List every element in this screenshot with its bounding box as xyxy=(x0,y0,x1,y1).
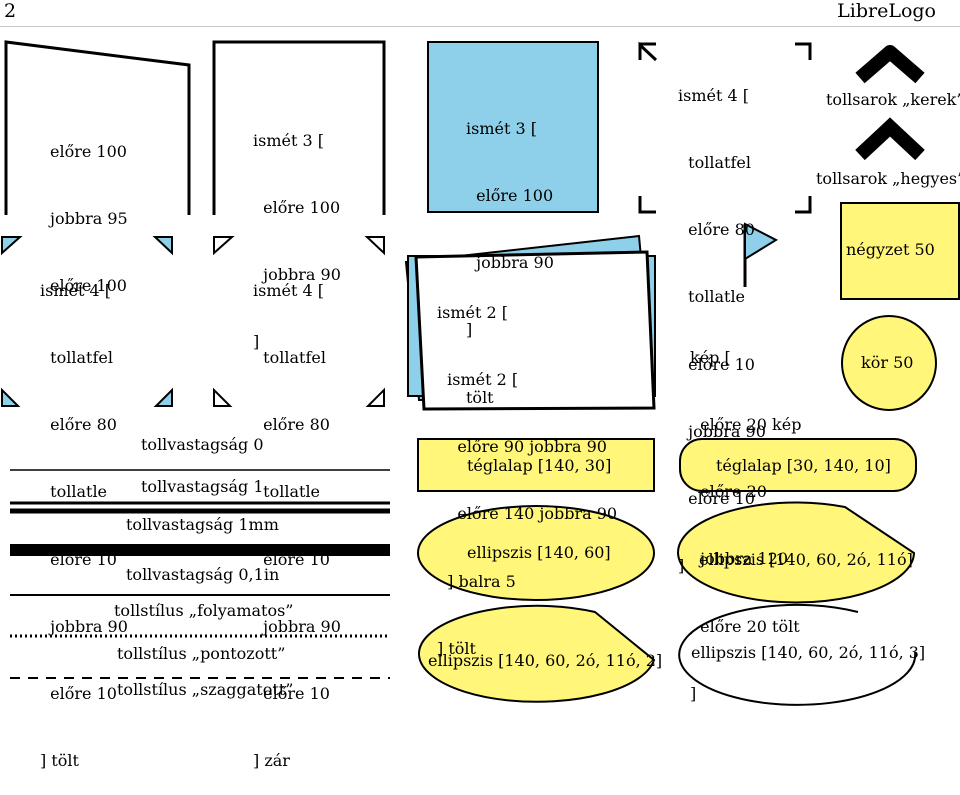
p7-triangles xyxy=(213,236,385,407)
p4-code: ismét 4 [ tollatfel előre 80 tollatle el… xyxy=(678,40,766,600)
p8-line: ismét 2 [ xyxy=(437,370,519,390)
p10-circle-label: kör 50 xyxy=(861,353,914,372)
p7-line: előre 10 xyxy=(253,684,330,704)
p10-circle xyxy=(841,315,937,411)
p3-line: tölt xyxy=(466,387,494,407)
p6-line: tollatle xyxy=(40,482,108,502)
page-title: LibreLogo xyxy=(837,0,936,22)
p4-line: ] xyxy=(678,556,685,576)
p6-line: tollatfel xyxy=(40,348,113,368)
shape-ell3 xyxy=(418,604,656,703)
p3-filled-square xyxy=(427,41,599,213)
p6-line: előre 10 xyxy=(40,549,117,569)
p7-line: előre 80 xyxy=(253,415,330,435)
p6-line: ismét 4 [ xyxy=(40,280,111,300)
p8-code: ismét 2 [ ismét 2 [ előre 90 jobbra 90 e… xyxy=(437,257,617,683)
p7-line: ] zár xyxy=(253,751,290,771)
p1-line: előre 100 xyxy=(50,141,127,161)
p8-line: ] tölt xyxy=(437,638,476,658)
p5-kerek: tollsarok „kerek” xyxy=(826,90,960,109)
p8-rect-front xyxy=(414,250,656,411)
pen-w0-label: tollvastagság 0 xyxy=(141,435,264,454)
shape-ell2 xyxy=(677,501,916,604)
p2-line: ] xyxy=(253,332,260,352)
p9-line: előre 20 tölt xyxy=(690,616,800,636)
pen-dotted-label: tollstílus „pontozott” xyxy=(117,644,286,663)
p3-line: jobbra 90 xyxy=(466,253,554,273)
p4-corners xyxy=(638,41,812,214)
p9-line: jobbra 120 xyxy=(690,549,789,569)
p9-line: ] xyxy=(690,683,697,703)
p5-hegyes: tollsarok „hegyes” xyxy=(816,169,960,188)
p1-line: előre 100 xyxy=(50,276,127,296)
shape-rect1 xyxy=(417,438,655,492)
pen-w01in-label: tollvastagság 0,1in xyxy=(126,565,280,584)
pen-w1-label: tollvastagság 1 xyxy=(141,477,264,496)
p7-line: jobbra 90 xyxy=(253,616,341,636)
p9-line: előre 20 xyxy=(690,482,767,502)
p3-line: ] xyxy=(466,320,473,340)
p7-line: tollatfel xyxy=(253,348,326,368)
p9-line: kép [ xyxy=(690,347,731,367)
shape-ell4-label: ellipszis [140, 60, 2ó, 11ó, 3] xyxy=(691,643,926,662)
p6-line: előre 80 xyxy=(40,415,117,435)
p7-line: ismét 4 [ xyxy=(253,280,324,300)
shape-rect1-label: téglalap [140, 30] xyxy=(467,456,612,475)
p9-flag xyxy=(744,222,779,261)
p6-triangles xyxy=(1,236,173,407)
p4-line: előre 80 xyxy=(678,220,755,240)
p3-line: előre 100 xyxy=(466,186,554,206)
pen-w1mm-label: tollvastagság 1mm xyxy=(126,515,279,534)
header-rule xyxy=(0,26,960,27)
p5-chevron-sharp xyxy=(855,117,925,161)
p7-line: tollatle xyxy=(253,482,321,502)
p4-line: tollatle xyxy=(678,287,746,307)
p8-line: előre 140 jobbra 90 xyxy=(437,504,618,524)
p6-line: jobbra 90 xyxy=(40,616,128,636)
pen-solid-label: tollstílus „folyamatos” xyxy=(114,601,294,620)
p7-code: ismét 4 [ tollatfel előre 80 tollatle el… xyxy=(253,235,341,795)
p6-code: ismét 4 [ tollatfel előre 80 tollatle el… xyxy=(40,235,128,795)
p10-square-label: négyzet 50 xyxy=(846,240,935,259)
p1-line: jobbra 95 xyxy=(50,209,128,229)
p3-line: ismét 3 [ xyxy=(466,118,537,138)
shape-ell3-label: ellipszis [140, 60, 2ó, 11ó, 2] xyxy=(428,651,663,670)
p4-line: tollatfel xyxy=(678,153,751,173)
p2-line: jobbra 90 xyxy=(253,265,341,285)
p5-chevron-round xyxy=(855,45,925,84)
p4-line: előre 10 xyxy=(678,354,755,374)
p9-code: kép [ előre 20 kép előre 20 jobbra 120 e… xyxy=(690,302,801,728)
p2-line: ismét 3 [ xyxy=(253,130,324,150)
p8-line: előre 90 jobbra 90 xyxy=(437,437,607,457)
p6-line: előre 10 xyxy=(40,684,117,704)
p4-line: előre 10 xyxy=(678,489,755,509)
p4-line: ismét 4 [ xyxy=(678,85,749,105)
p2-line: előre 100 xyxy=(253,198,341,218)
p6-line: ] tölt xyxy=(40,751,79,771)
p8-line: ismét 2 [ xyxy=(437,302,508,322)
shape-ell1-label: ellipszis [140, 60] xyxy=(467,543,611,562)
shape-ell4 xyxy=(678,603,917,706)
p2-code: ismét 3 [ előre 100 jobbra 90 ] xyxy=(253,85,341,376)
shape-rect2-label: téglalap [30, 140, 10] xyxy=(716,456,891,475)
page-number: 2 xyxy=(4,0,17,22)
p1-code: előre 100 jobbra 95 előre 100 xyxy=(50,96,128,320)
pen-dashed-label: tollstílus „szaggatott” xyxy=(117,680,294,699)
shape-rect2 xyxy=(679,438,917,492)
p9-line: előre 20 kép xyxy=(690,415,802,435)
illustrations xyxy=(1,40,960,706)
shape-ell2-label: ellipszis [140, 60, 2ó, 11ó] xyxy=(699,550,913,569)
p7-line: előre 10 xyxy=(253,549,330,569)
p1-open-angle xyxy=(4,40,191,215)
p3-code: ismét 3 [ előre 100 jobbra 90 ] tölt xyxy=(466,73,554,432)
shape-ell1 xyxy=(417,505,655,601)
p2-three-sides xyxy=(212,40,386,215)
p10-square xyxy=(840,202,960,300)
p4-line: jobbra 90 xyxy=(678,421,766,441)
p8-line: ] balra 5 xyxy=(437,571,516,591)
